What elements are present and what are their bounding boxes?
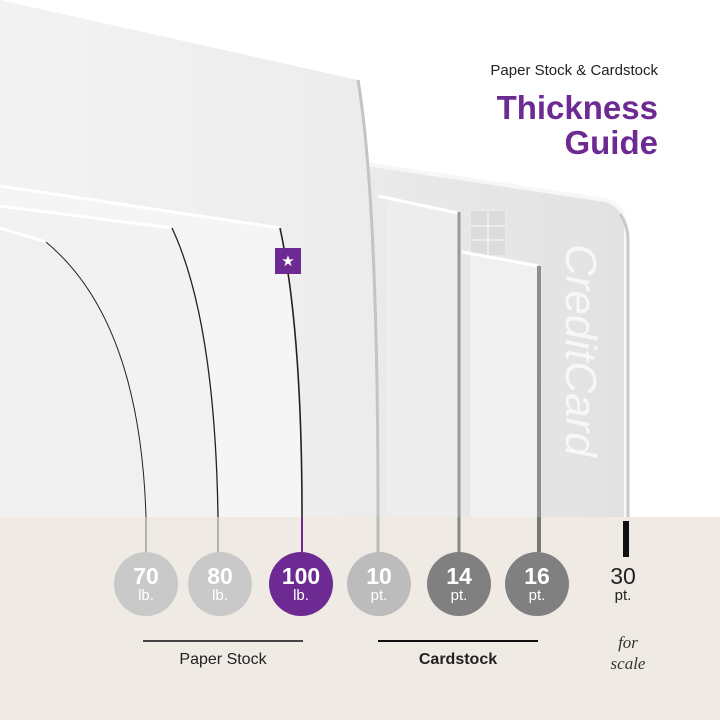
badge-value: 16 — [524, 562, 550, 589]
title-line-2: Guide — [564, 124, 658, 161]
badge-70lb: 70 lb. — [114, 552, 178, 616]
sheet-80lb — [171, 227, 219, 518]
paper-stock-sheets — [0, 184, 303, 518]
page-title: Thickness Guide — [497, 90, 658, 160]
cardstock-sheets — [377, 194, 541, 517]
badge-16pt: 16 pt. — [505, 552, 569, 616]
badge-unit: lb. — [138, 586, 154, 604]
badge-value: 100 — [281, 562, 321, 589]
badge-unit: lb. — [212, 586, 228, 604]
cardstock-rule — [378, 640, 538, 642]
title-line-1: Thickness — [496, 89, 658, 126]
badge-14pt: 14 pt. — [427, 552, 491, 616]
badge-value: 80 — [207, 562, 233, 589]
badge-value: 70 — [133, 562, 159, 589]
badge-10pt: 10 pt. — [347, 552, 411, 616]
star-icon: ★ — [281, 252, 295, 270]
badge-unit: lb. — [293, 586, 309, 604]
sheet-14pt — [386, 196, 458, 517]
credit-card-label: CreditCard — [556, 244, 605, 458]
paper-stock-rule — [143, 640, 303, 642]
scale-note-line-1: for — [618, 633, 638, 652]
sheet-16pt — [470, 252, 538, 517]
badge-unit: pt. — [450, 586, 468, 604]
sheet-70lb — [45, 241, 147, 518]
connector-ticks — [145, 517, 629, 557]
badge-unit: pt. — [614, 586, 632, 604]
cardstock-label: Cardstock — [418, 651, 498, 668]
featured-marker: ★ — [275, 248, 301, 274]
badge-100lb: 100 lb. — [269, 552, 333, 616]
scale-note: for scale — [596, 632, 660, 674]
badge-unit: pt. — [528, 586, 546, 604]
scale-note-line-2: scale — [610, 654, 646, 673]
badge-value: 10 — [366, 562, 392, 589]
badge-value: 30 — [610, 562, 636, 589]
badge-unit: pt. — [370, 586, 388, 604]
page-subtitle: Paper Stock & Cardstock — [490, 62, 658, 79]
badge-80lb: 80 lb. — [188, 552, 252, 616]
badge-value: 14 — [446, 562, 472, 589]
paper-stock-label: Paper Stock — [179, 651, 267, 668]
badge-30pt: 30 pt. — [591, 552, 655, 616]
